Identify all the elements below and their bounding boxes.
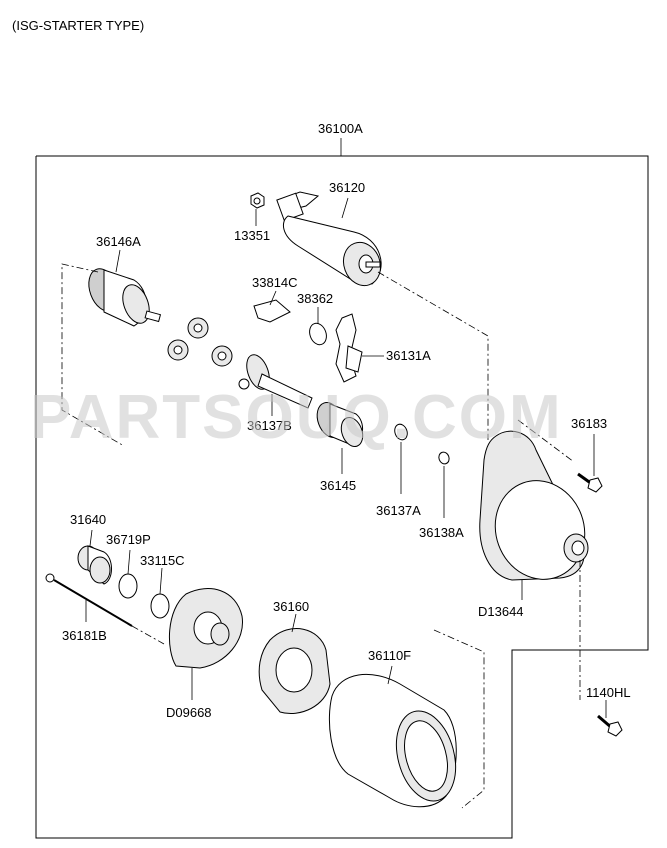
plate-33814C[interactable] <box>253 299 291 323</box>
solenoid-axis-line <box>377 271 489 440</box>
label-36181B[interactable]: 36181B <box>62 628 107 643</box>
housing-D13644[interactable] <box>479 430 599 592</box>
label-13351[interactable]: 13351 <box>234 228 270 243</box>
leader-36146A <box>115 249 121 273</box>
through-bolt-36181B[interactable] <box>45 573 133 627</box>
label-36110F[interactable]: 36110F <box>368 648 411 663</box>
ring-36138A[interactable] <box>437 451 451 466</box>
leader-36719P <box>127 549 131 575</box>
shaft-36137B[interactable] <box>238 352 313 409</box>
label-36719P[interactable]: 36719P <box>106 532 151 547</box>
washer-36137A[interactable] <box>393 422 410 441</box>
leader-33814C <box>269 290 277 306</box>
label-D13644[interactable]: D13644 <box>478 604 524 619</box>
bolt-36183[interactable] <box>577 472 603 493</box>
label-33115C[interactable]: 33115C <box>140 553 185 568</box>
brush-holder-36160[interactable] <box>258 628 331 714</box>
leader-33115C <box>159 567 163 595</box>
label-D09668[interactable]: D09668 <box>166 705 212 720</box>
ring-36719P[interactable] <box>118 573 138 599</box>
label-36120[interactable]: 36120 <box>329 180 365 195</box>
planet-gear-2[interactable] <box>167 339 189 361</box>
nut-13351[interactable] <box>250 192 265 209</box>
bolt-dash-line <box>517 419 575 463</box>
yoke-36110F[interactable] <box>328 673 465 808</box>
planet-gear-1[interactable] <box>187 317 209 339</box>
yoke-dash-line <box>433 629 485 809</box>
label-38362[interactable]: 38362 <box>297 291 333 306</box>
bolt-axis-line <box>131 625 165 645</box>
clutch-dash-line <box>61 263 125 447</box>
label-33814C[interactable]: 33814C <box>252 275 298 290</box>
ring-33115C[interactable] <box>150 593 170 619</box>
planet-gear-3[interactable] <box>211 345 233 367</box>
label-31640[interactable]: 31640 <box>70 512 106 527</box>
label-36160[interactable]: 36160 <box>273 599 309 614</box>
label-36137B[interactable]: 36137B <box>247 418 292 433</box>
end-cover-D09668[interactable] <box>168 588 243 669</box>
solenoid-36120[interactable] <box>276 191 387 291</box>
label-36138A[interactable]: 36138A <box>419 525 464 540</box>
washer-38362[interactable] <box>307 321 330 347</box>
bushing-31640[interactable] <box>77 545 112 585</box>
bolt-1140HL[interactable] <box>597 714 623 737</box>
leader-36120 <box>341 197 349 219</box>
diagram-title: (ISG-STARTER TYPE) <box>12 18 144 33</box>
leader-31640 <box>89 529 93 547</box>
pinion-36145[interactable] <box>313 399 367 450</box>
label-36100A[interactable]: 36100A <box>318 121 363 136</box>
label-36183[interactable]: 36183 <box>571 416 607 431</box>
label-36146A[interactable]: 36146A <box>96 234 141 249</box>
label-36137A[interactable]: 36137A <box>376 503 421 518</box>
leader-36110F <box>387 665 393 685</box>
lever-36131A[interactable] <box>335 313 363 383</box>
clutch-36146A[interactable] <box>83 265 162 327</box>
leader-36160 <box>291 613 297 633</box>
label-36131A[interactable]: 36131A <box>386 348 431 363</box>
label-1140HL[interactable]: 1140HL <box>586 685 631 700</box>
label-36145[interactable]: 36145 <box>320 478 356 493</box>
assembly-frame <box>35 155 649 839</box>
watermark: PARTSOUQ.COM <box>30 383 563 452</box>
